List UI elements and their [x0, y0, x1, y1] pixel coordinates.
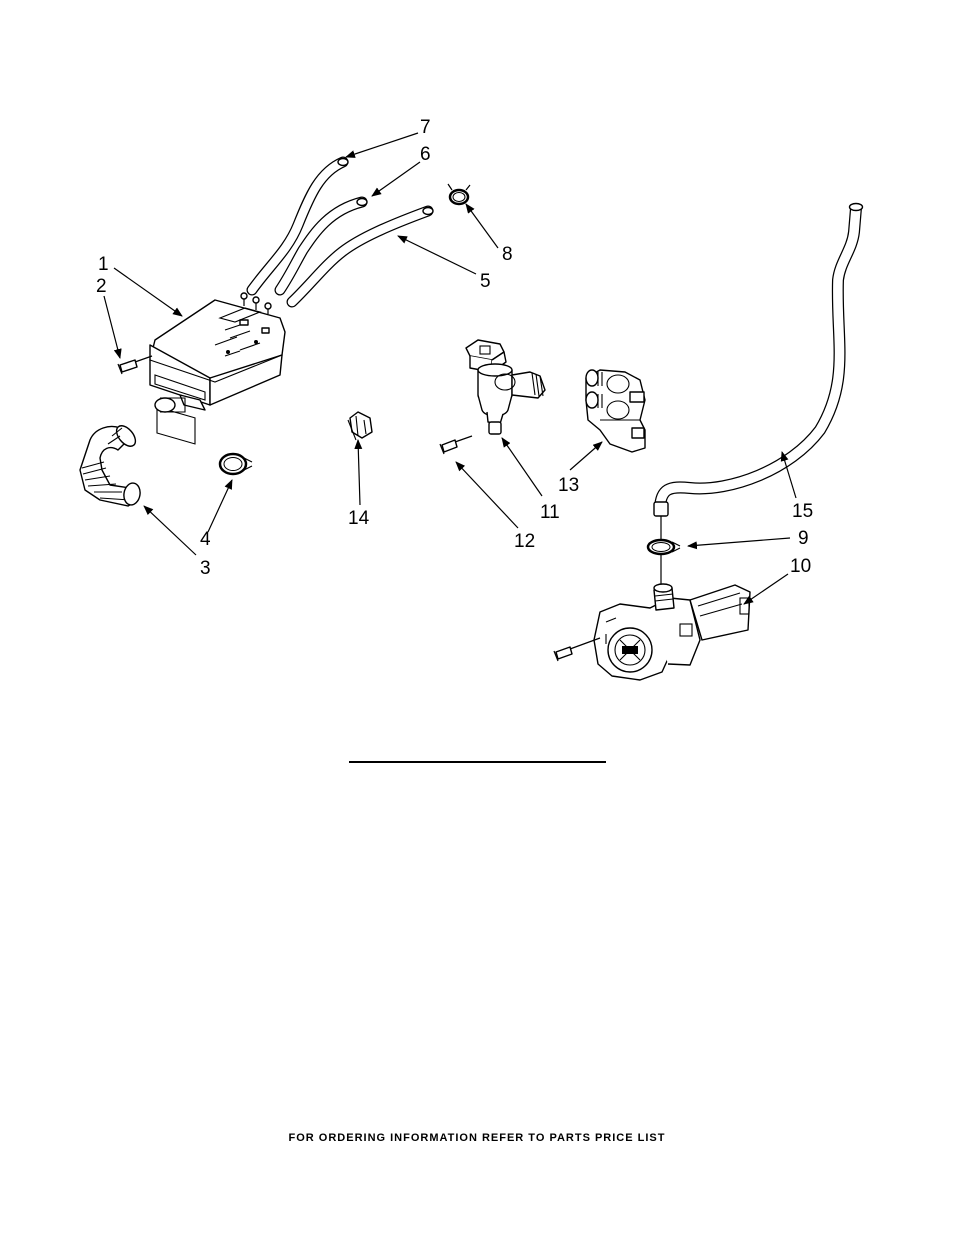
hose-part-6 — [274, 196, 368, 296]
double-valve-part-13 — [585, 369, 646, 453]
bellows-hose-part-3 — [79, 425, 141, 507]
screw-part-12 — [439, 435, 473, 455]
callout-15: 15 — [792, 501, 813, 522]
leader-lines — [103, 132, 797, 605]
screw-part-2 — [117, 355, 153, 375]
callout-13: 13 — [558, 475, 579, 496]
clamp-part-9 — [646, 516, 681, 585]
callout-8: 8 — [502, 244, 513, 265]
callout-7: 7 — [420, 117, 431, 138]
clip-part-14 — [347, 411, 373, 441]
callout-2: 2 — [96, 276, 107, 297]
callout-9: 9 — [798, 528, 809, 549]
hose-part-5 — [286, 205, 434, 308]
dispenser-housing-part-1 — [149, 292, 286, 445]
callout-labels: 7 6 8 5 1 2 4 3 14 11 12 13 15 9 10 — [96, 117, 813, 579]
callout-5: 5 — [480, 271, 491, 292]
callout-3: 3 — [200, 558, 211, 579]
callout-6: 6 — [420, 144, 431, 165]
clamp-part-8 — [447, 183, 471, 206]
callout-14: 14 — [348, 508, 370, 529]
divider-line — [349, 761, 606, 763]
footer-note: FOR ORDERING INFORMATION REFER TO PARTS … — [288, 1132, 666, 1144]
callout-4: 4 — [200, 529, 211, 550]
screw-pump — [553, 637, 601, 662]
callout-12: 12 — [514, 531, 535, 552]
water-valve-part-11 — [465, 339, 546, 435]
drain-hose-part-15 — [653, 202, 864, 517]
clamp-part-4 — [218, 452, 253, 476]
callout-10: 10 — [790, 556, 811, 577]
hose-part-7 — [246, 156, 349, 296]
callout-11: 11 — [540, 502, 560, 523]
callout-1: 1 — [98, 254, 109, 275]
drain-pump-part-10 — [593, 583, 751, 681]
